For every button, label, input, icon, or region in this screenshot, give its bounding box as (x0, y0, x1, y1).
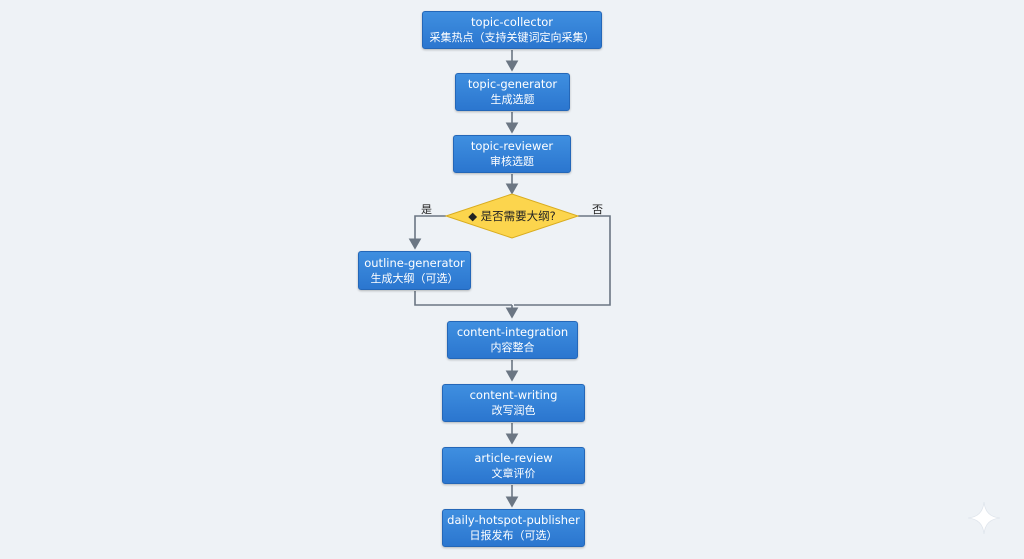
node-desc: 日报发布（可选） (469, 529, 558, 542)
arrow-decision-no (514, 215, 611, 306)
node-name: topic-generator (467, 77, 558, 91)
node-article-review: article-review 文章评价 (442, 447, 585, 484)
sparkle-icon (967, 501, 1001, 535)
arrow-decision-yes (408, 215, 446, 250)
node-name: content-integration (456, 325, 569, 339)
decision-no-label: 否 (592, 203, 603, 216)
node-content-integration: content-integration 内容整合 (447, 321, 578, 359)
node-desc: 生成大纲（可选） (370, 271, 459, 285)
node-desc: 改写润色 (491, 404, 536, 417)
node-desc: 文章评价 (491, 466, 536, 480)
decision-yes-label: 是 (421, 203, 432, 216)
node-content-writing: content-writing 改写润色 (442, 384, 585, 422)
node-name: daily-hotspot-publisher (447, 513, 580, 527)
node-desc: 采集热点（支持关键词定向采集） (429, 31, 595, 44)
node-topic-reviewer: topic-reviewer 审核选题 (453, 135, 571, 173)
arrow-outline-merge (414, 291, 512, 306)
node-desc: 审核选题 (490, 155, 534, 168)
node-outline-generator: outline-generator 生成大纲（可选） (358, 251, 471, 290)
node-name: topic-reviewer (470, 139, 554, 153)
decision-diamond (444, 193, 580, 239)
node-topic-collector: topic-collector 采集热点（支持关键词定向采集） (422, 11, 602, 49)
node-daily-hotspot-publisher: daily-hotspot-publisher 日报发布（可选） (442, 509, 585, 547)
decision-label: ◆ 是否需要大纲? (468, 209, 556, 223)
node-name: content-writing (469, 388, 558, 402)
node-desc: 生成选题 (490, 93, 535, 106)
node-name: article-review (474, 450, 553, 465)
node-desc: 内容整合 (490, 341, 535, 354)
node-topic-generator: topic-generator 生成选题 (455, 73, 570, 111)
node-name: topic-collector (471, 15, 553, 29)
node-name: outline-generator (364, 255, 465, 270)
